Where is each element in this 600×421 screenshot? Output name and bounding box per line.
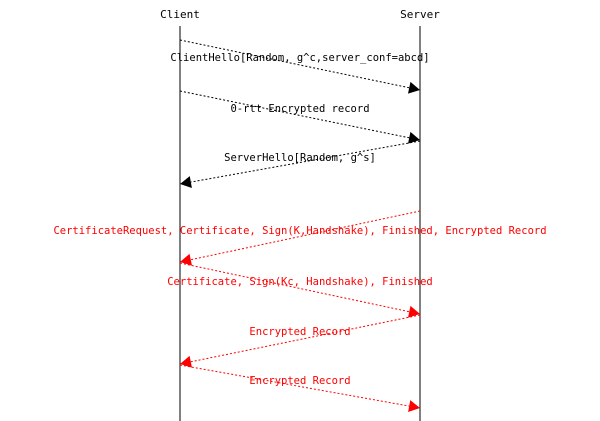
message-arrow-line xyxy=(179,90,410,139)
message-arrowhead xyxy=(180,253,193,266)
message-arrowhead xyxy=(408,81,420,94)
client-label: Client xyxy=(160,8,200,21)
message-label: Encrypted Record xyxy=(249,375,350,387)
message-label: Encrypted Record xyxy=(249,326,350,338)
message-arrow-line xyxy=(179,262,410,313)
message-arrow-line xyxy=(190,210,421,261)
message-label: ServerHello[Random, g^s] xyxy=(224,152,376,164)
message-arrowhead xyxy=(180,176,192,188)
message-arrow-line xyxy=(179,364,410,407)
message-arrow-line xyxy=(179,39,410,89)
server-label: Server xyxy=(400,8,440,21)
message-label: ClientHello[Random, g^c,server_conf=abcd… xyxy=(170,52,429,64)
message-arrow-line xyxy=(190,140,421,183)
message-label: 0-rtt Encrypted record xyxy=(230,103,369,115)
message-arrow-line xyxy=(190,314,421,363)
message-label: CertificateRequest, Certificate, Sign(K,… xyxy=(53,225,546,237)
message-arrowhead xyxy=(407,305,420,318)
message-arrowhead xyxy=(180,355,192,368)
message-arrowhead xyxy=(408,131,420,144)
message-arrowhead xyxy=(408,400,420,412)
message-label: Certificate, Sign(Kc, Handshake), Finish… xyxy=(167,276,433,288)
message-group: ClientHello[Random, g^c,server_conf=abcd… xyxy=(53,39,547,412)
